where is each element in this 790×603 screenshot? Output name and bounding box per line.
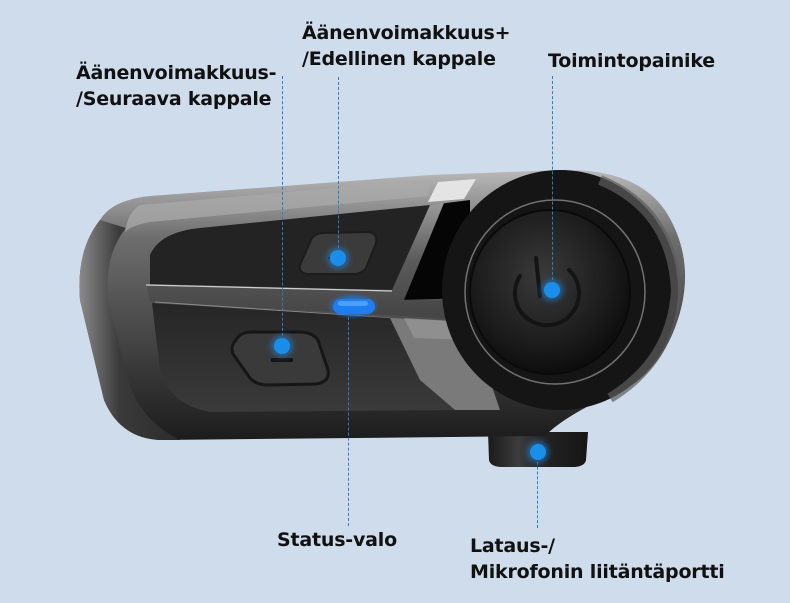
label-volume-up-line1: Äänenvoimakkuus+ [302, 22, 511, 44]
power-icon [512, 256, 581, 328]
label-function-button-line1: Toimintopainike [548, 50, 715, 72]
label-volume-down: Äänenvoimakkuus- /Seuraava kappale [76, 60, 277, 112]
volume-down-button[interactable] [274, 338, 290, 354]
volume-up-button[interactable] [330, 250, 346, 266]
label-charging-port-line2: Mikrofonin liitäntäportti [470, 561, 725, 583]
label-function-button: Toimintopainike [548, 48, 715, 74]
label-status-light: Status-valo [277, 527, 397, 553]
leader-line-charging-port [537, 452, 538, 528]
leader-line-volume-down [282, 76, 283, 346]
leader-line-status-light [348, 312, 349, 526]
label-volume-down-line2: /Seuraava kappale [76, 88, 272, 110]
label-volume-down-line1: Äänenvoimakkuus- [76, 62, 277, 84]
label-volume-up: Äänenvoimakkuus+ /Edellinen kappale [302, 20, 511, 72]
charging-port[interactable] [530, 444, 546, 460]
leader-line-volume-up [338, 77, 339, 258]
label-volume-up-line2: /Edellinen kappale [302, 48, 496, 70]
leader-line-function-button [552, 76, 553, 290]
function-button[interactable] [544, 282, 560, 298]
label-charging-port: Lataus-/ Mikrofonin liitäntäportti [470, 533, 725, 585]
label-charging-port-line1: Lataus-/ [470, 535, 555, 557]
label-status-light-line1: Status-valo [277, 529, 397, 551]
